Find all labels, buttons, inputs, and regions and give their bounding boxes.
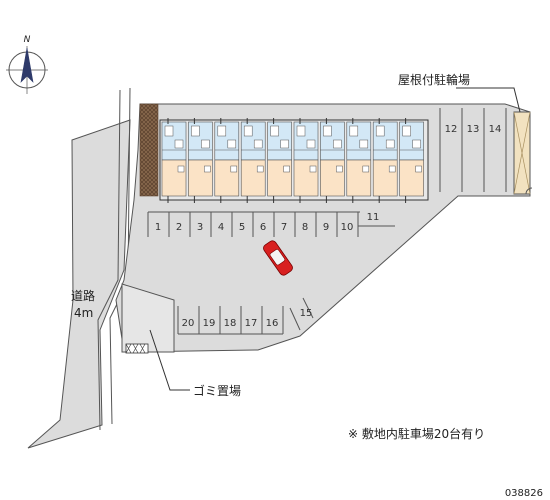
parking-slot-label: 8: [302, 222, 308, 233]
road-name-label: 道路: [71, 288, 95, 303]
apartment-unit: [372, 118, 398, 203]
shed-cross-lines: [513, 111, 531, 195]
apartment-unit: [267, 118, 292, 203]
garbage-label: ゴミ置場: [193, 383, 241, 398]
image-code: 038826: [505, 488, 543, 499]
apartment-unit: [161, 118, 187, 203]
shed-door-arc: [525, 187, 533, 195]
north-arrow-icon: [20, 47, 34, 83]
north-label: N: [24, 35, 31, 45]
parking-slot-label: 15: [300, 308, 313, 319]
apartment-unit: [399, 118, 424, 203]
road: [27, 119, 131, 449]
parking-slot-label: 18: [224, 318, 237, 329]
apartment-unit: [346, 118, 372, 203]
parking-slot-label: 11: [367, 212, 380, 223]
parking-slot-label: 4: [218, 222, 224, 233]
parking-slot-label: 14: [489, 124, 502, 135]
road-width-label: 4m: [74, 306, 93, 320]
parking-slot-label: 19: [203, 318, 216, 329]
parking-slot-label: 12: [445, 124, 458, 135]
parking-row-ne: [439, 108, 507, 192]
garbage-box-pattern: [125, 343, 146, 354]
parking-slot-label: 3: [197, 222, 203, 233]
apartment-units: [161, 118, 424, 203]
parking-slot-label: 17: [245, 318, 258, 329]
parking-slot-label: 10: [341, 222, 354, 233]
parking-slot-label: 2: [176, 222, 182, 233]
parking-note: ※ 敷地内駐車場20台有り: [348, 426, 485, 441]
north-compass: N: [6, 35, 48, 94]
parking-slot-label: 9: [323, 222, 329, 233]
parking-slot-label: 20: [182, 318, 195, 329]
garbage-leader-line: [149, 329, 190, 391]
parking-slot-label: 16: [266, 318, 279, 329]
garbage-area: [121, 283, 175, 353]
bicycle-shed-label: 屋根付駐輪場: [398, 72, 470, 87]
parking-slot-label: 5: [239, 222, 245, 233]
hedge: [139, 103, 159, 197]
parking-slot-label: 13: [467, 124, 480, 135]
apartment-unit: [214, 118, 240, 203]
garbage-box: [125, 343, 149, 354]
parking-row-north: [147, 211, 395, 237]
road-edge-line: [97, 89, 121, 431]
bicycle-shed-leader-line: [456, 87, 521, 113]
apartment-unit: [240, 118, 266, 203]
parking-row-south: [177, 297, 314, 335]
apartment-unit: [320, 118, 345, 203]
parking-slot-label: 7: [281, 222, 287, 233]
parking-slot-label: 1: [155, 222, 161, 233]
parking-slot-label: 6: [260, 222, 266, 233]
apartment-unit: [188, 118, 213, 203]
apartment-unit: [293, 118, 319, 203]
car-icon: [263, 240, 293, 276]
